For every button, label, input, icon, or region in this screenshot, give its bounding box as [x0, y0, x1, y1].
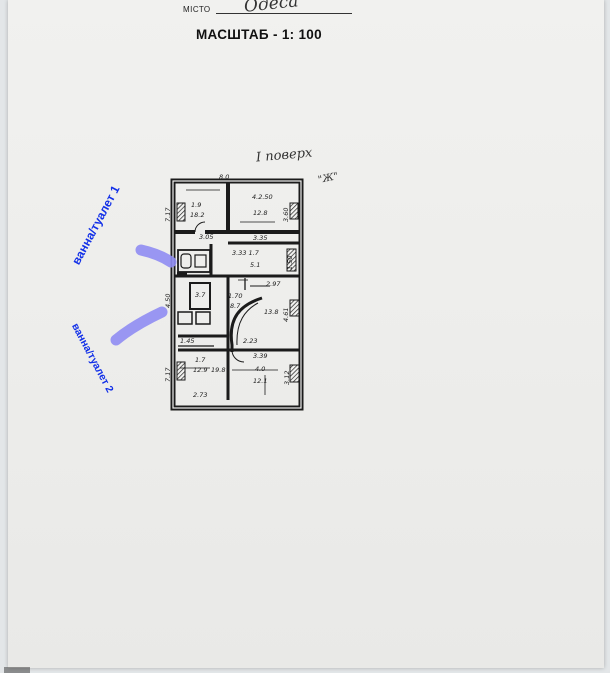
bathroom-1 — [177, 249, 211, 273]
dim-bottom-left-side: 19.8 — [211, 366, 225, 374]
dim-side-500: 4.50 — [164, 294, 172, 308]
area-corridor: 5.1 — [250, 261, 260, 269]
dim-right-top: 4.2.50 — [252, 193, 273, 201]
city-underline — [216, 13, 352, 14]
window — [286, 248, 297, 272]
area-right-mid: 13.8 — [264, 308, 278, 316]
dim-bottom-left-room: 1.7 — [195, 356, 206, 364]
area-small-room: 8.7 — [230, 302, 241, 310]
window — [176, 361, 186, 381]
storage-room — [189, 282, 211, 310]
sink-icon — [194, 254, 207, 268]
dim-305: 3.05 — [199, 233, 213, 241]
dim-overall-width: 8.0 — [219, 173, 229, 181]
shower-icon — [195, 311, 211, 325]
dim-corridor: 3.33 1.7 — [232, 249, 260, 257]
dim-right-mid-side: 4.61 — [282, 308, 290, 322]
area-bottom-right: 12.1 — [253, 377, 267, 385]
dim-left-top: 1.9 — [191, 201, 201, 209]
area-bottom-left: 12.9 — [193, 366, 207, 374]
dim-small-room: 1.70 — [228, 292, 242, 300]
window — [289, 202, 299, 220]
dim-bottom-right-side: 3.12 — [283, 371, 291, 385]
curved-partition — [229, 296, 263, 352]
area-bath: 3.7 — [195, 291, 206, 299]
highlight-bath-2 — [110, 306, 168, 346]
window — [289, 364, 300, 383]
toilet-icon — [180, 253, 192, 269]
page-edge-mark — [4, 667, 30, 673]
scale-title: МАСШТАБ - 1: 100 — [196, 27, 322, 42]
dim-right-mid-bottom: 2.23 — [243, 337, 257, 345]
area-right-top: 12.8 — [253, 209, 267, 217]
dim-335: 3.35 — [253, 234, 267, 242]
document-page — [8, 0, 604, 668]
dim-bottom-right-room: 4.0 — [255, 365, 265, 373]
city-label: МІСТО — [183, 5, 211, 14]
dim-left-height-lower: 7.17 — [164, 367, 172, 382]
dim-corridor-side: 1.50 — [286, 256, 294, 270]
bathroom-2 — [177, 311, 193, 325]
dim-bottom-width: 2.73 — [193, 391, 207, 399]
area-left-top: 18.2 — [190, 211, 204, 219]
dim-right-mid-top: 2.97 — [266, 280, 281, 288]
dim-bottom-left-small: 1.45 — [180, 337, 194, 345]
dim-bottom-right-top: 3.39 — [253, 352, 267, 360]
highlight-bath-1 — [135, 244, 177, 268]
dim-left-height: 7.17 — [164, 207, 172, 222]
window — [176, 202, 186, 222]
dim-right-top-side: 3.60 — [282, 208, 290, 222]
window — [289, 299, 300, 317]
